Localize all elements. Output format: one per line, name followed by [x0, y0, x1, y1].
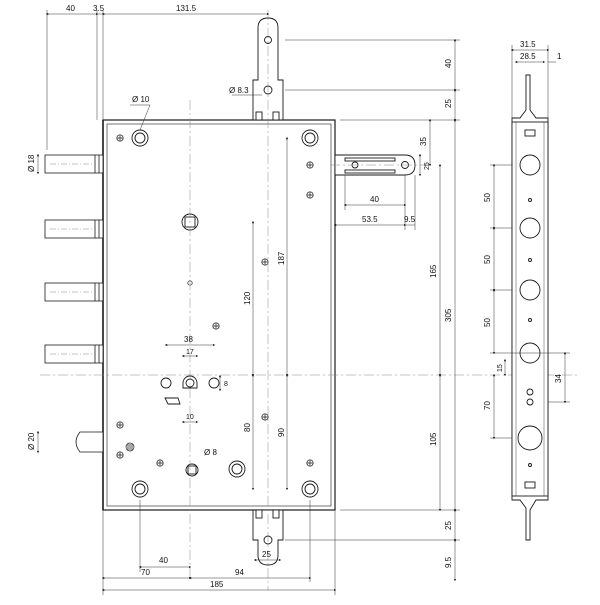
dim-bottom-185: 185 [210, 580, 224, 589]
center-lines [40, 10, 580, 590]
dim-8: 8 [224, 381, 228, 388]
dim-dia-18: Ø 18 [27, 154, 36, 172]
dimension-labels: 40 3.5 131.5 Ø 8.3 Ø 10 40 25 35 165 305… [27, 4, 563, 589]
dim-top-3-5: 3.5 [93, 4, 105, 13]
dim-bolt-53-5: 53.5 [362, 215, 378, 224]
dim-dia-8-3: Ø 8.3 [229, 86, 249, 95]
dim-side-50a: 50 [483, 193, 492, 202]
latch-bolt [75, 431, 104, 453]
dim-right-165: 165 [429, 264, 438, 278]
dim-right-25-bottom: 25 [444, 521, 453, 530]
dim-bottom-70: 70 [141, 568, 150, 577]
dim-side-50c: 50 [483, 318, 492, 327]
dim-right-9-5: 9.5 [444, 556, 453, 568]
lock-case [102, 119, 336, 511]
dim-80: 80 [243, 423, 252, 432]
dim-side-15: 15 [497, 364, 504, 372]
dim-dia-10: Ø 10 [132, 95, 150, 104]
dim-side-50b: 50 [483, 255, 492, 264]
dim-top-131-5: 131.5 [176, 4, 197, 13]
dim-right-35: 35 [419, 137, 428, 146]
dim-side-31-5: 31.5 [520, 40, 536, 49]
screws [116, 134, 314, 467]
dim-bolt-9-5: 9.5 [404, 215, 416, 224]
dim-bottom-94: 94 [235, 568, 244, 577]
side-dimension-lines [490, 45, 570, 440]
dim-17: 17 [186, 349, 194, 356]
dim-side-34: 34 [554, 374, 563, 383]
dim-bolt-40: 40 [370, 195, 379, 204]
dim-bottom-40: 40 [159, 556, 168, 565]
bolt-1 [44, 154, 104, 174]
dimension-lines [36, 10, 460, 595]
left-bolts [44, 154, 104, 453]
bolt-3 [44, 282, 104, 302]
right-slide-bolt [334, 154, 416, 176]
dim-120: 120 [243, 291, 252, 305]
dim-90: 90 [277, 428, 286, 437]
dim-right-305: 305 [444, 308, 453, 322]
bottom-small-holes [185, 463, 199, 477]
bolt-4 [44, 344, 104, 364]
dim-side-70: 70 [483, 401, 492, 410]
dim-10: 10 [186, 414, 194, 421]
dim-bottom-25: 25 [262, 550, 271, 559]
dim-dia-20: Ø 20 [27, 432, 36, 450]
dim-right-40: 40 [444, 59, 453, 68]
dim-side-1: 1 [557, 52, 562, 61]
dim-side-28-5: 28.5 [520, 52, 536, 61]
dim-187: 187 [277, 251, 286, 265]
corner-holes [131, 129, 319, 498]
dim-bolt-25: 25 [424, 162, 431, 170]
dim-dia-8: Ø 8 [204, 448, 217, 457]
dim-38: 38 [184, 335, 193, 344]
dim-right-105: 105 [429, 432, 438, 446]
dim-top-40: 40 [66, 4, 75, 13]
side-faceplate [511, 74, 549, 541]
dim-right-25-top: 25 [444, 99, 453, 108]
bolt-2 [44, 219, 104, 239]
